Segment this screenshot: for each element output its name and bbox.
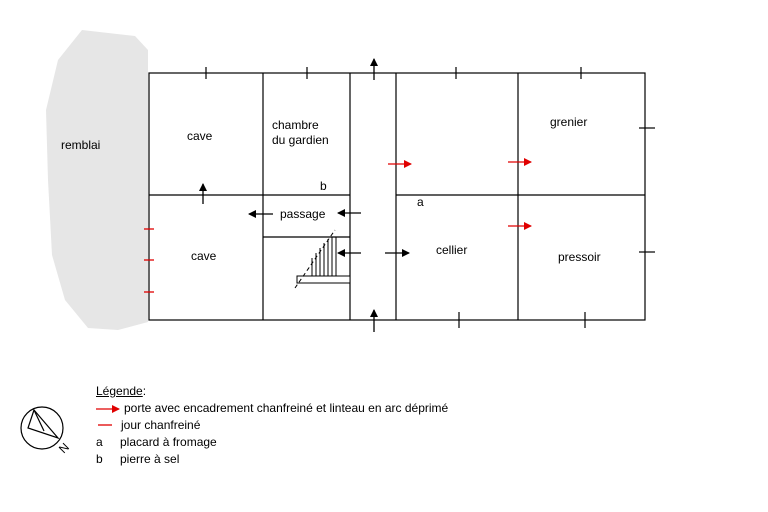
legend: Légende : porte avec encadrement chanfre…: [96, 383, 448, 468]
label-remblai: remblai: [61, 138, 101, 152]
legend-title-suffix: :: [142, 384, 147, 398]
remblai-area: [46, 30, 148, 330]
jour-marks: [144, 228, 154, 293]
legend-key-b: b: [96, 452, 103, 466]
legend-item-text: jour chanfreiné: [121, 418, 201, 432]
walls: [148, 72, 646, 321]
legend-title-row: Légende :: [96, 383, 448, 400]
legend-item: a placard à fromage: [96, 434, 448, 451]
legend-item: porte avec encadrement chanfreiné et lin…: [96, 400, 448, 417]
label-cave-bottom: cave: [191, 249, 217, 263]
label-a-marker: a: [417, 195, 424, 209]
legend-item: b pierre à sel: [96, 451, 448, 468]
label-passage: passage: [280, 207, 326, 221]
label-chambre-gardien: chambre du gardien: [272, 118, 329, 147]
legend-item-text: pierre à sel: [120, 452, 180, 466]
stair-landing: [296, 275, 351, 284]
legend-item-text: porte avec encadrement chanfreiné et lin…: [124, 401, 449, 415]
label-grenier: grenier: [550, 115, 588, 129]
stair-cut-line: [294, 229, 336, 289]
north-arrow-icon: [20, 406, 64, 450]
outer-wall: [148, 72, 646, 321]
legend-item-text: placard à fromage: [120, 435, 217, 449]
door-arrows-black: [199, 58, 410, 332]
label-b-marker: b: [320, 179, 327, 193]
door-arrows-red: [388, 158, 532, 230]
legend-key-a: a: [96, 435, 103, 449]
legend-title: Légende: [96, 384, 143, 398]
wall-ticks: [205, 67, 655, 328]
staircase: [294, 229, 351, 289]
label-cave-top: cave: [187, 129, 213, 143]
legend-item: jour chanfreiné: [96, 417, 448, 434]
label-cellier: cellier: [436, 243, 468, 257]
label-pressoir: pressoir: [558, 250, 601, 264]
